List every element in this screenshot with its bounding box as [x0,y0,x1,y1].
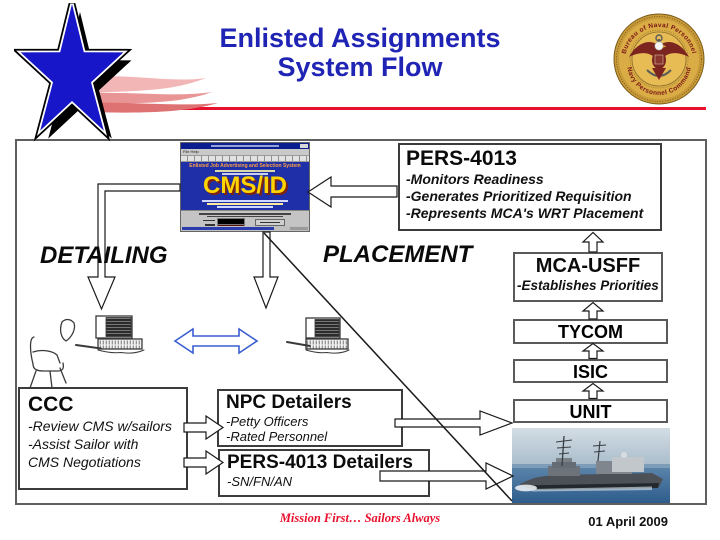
mca-usff-title: MCA-USFF [535,255,641,277]
cmsid-logon-button [255,219,285,226]
navy-star-logo-icon [14,3,218,142]
ship-icon [515,435,663,492]
tycom-box: TYCOM [513,319,668,344]
pers4013-title: PERS-4013 [406,147,517,170]
placement-label: PLACEMENT [323,241,473,268]
cmsid-text-line [217,206,273,208]
cmsid-text-line [202,200,288,202]
cmsid-panel-text [207,215,283,217]
title-line-2: System Flow [277,52,443,82]
diagram-frame [15,139,707,505]
isic-box: ISIC [513,359,668,383]
ccc-title: CCC [28,393,74,416]
mca-usff-box: MCA-USFF -Establishes Priorities [513,252,663,302]
cmsid-text-line [207,203,283,205]
cmsid-menubar: File Help [181,149,309,155]
ccc-box: CCC -Review CMS w/sailors -Assist Sailor… [18,387,188,490]
cmsid-content-area: Enlisted Job Advertising and Selection S… [181,162,309,210]
npc-detailers-bullet: -Petty Officers [226,414,309,429]
unit-title: UNIT [569,402,612,422]
navy-personnel-command-seal-icon: Bureau of Naval Personnel Navy Personnel… [613,13,705,105]
isic-title: ISIC [572,362,608,382]
title-line-1: Enlisted Assignments [219,23,501,53]
npc-detailers-title: NPC Detailers [226,392,352,413]
cmsid-status-segment [290,227,308,230]
pers4013-detailers-title: PERS-4013 Detailers [227,452,413,473]
cmsid-field-label [205,224,215,226]
unit-box: UNIT [513,399,668,423]
cmsid-window-buttons [300,144,308,148]
pers4013-bullet: -Monitors Readiness [406,171,544,187]
cmsid-panel-text [199,213,291,215]
cmsid-heading: Enlisted Job Advertising and Selection S… [189,163,301,169]
pers4013-detailers-bullet: -SN/FN/AN [227,474,292,489]
seal-eagle-anchor-icon [629,34,689,80]
tycom-title: TYCOM [558,322,623,342]
cmsid-text-line [215,170,275,172]
ccc-bullet: -Assist Sailor with [28,436,139,452]
pers4013-bullet: -Represents MCA's WRT Placement [406,205,644,221]
cmsid-logon-button-label [260,221,280,224]
ccc-bullet: -Review CMS w/sailors [28,418,172,434]
npc-detailers-box: NPC Detailers -Petty Officers -Rated Per… [217,389,403,447]
detailing-label: DETAILING [40,242,168,269]
header-divider [74,107,706,110]
npc-detailers-bullet: -Rated Personnel [226,429,328,444]
footer-date: 01 April 2009 [588,514,668,529]
page-title: Enlisted Assignments System Flow [180,24,540,82]
cmsid-toolbar [181,155,309,162]
pers4013-box: PERS-4013 -Monitors Readiness -Generates… [398,143,662,231]
cmsid-titlebar-text [211,145,279,147]
footer-motto: Mission First… Sailors Always [279,511,441,525]
cmsid-application-window: File Help Enlisted Job Advertising and S… [180,142,310,232]
mca-usff-bullet: -Establishes Priorities [517,278,659,293]
cmsid-status-segment [182,227,274,230]
ccc-bullet: CMS Negotiations [28,454,141,470]
cmsid-login-panel [181,210,309,230]
pers4013-bullet: -Generates Prioritized Requisition [406,188,632,204]
cmsid-logo-text: CMS/ID [203,172,287,199]
cmsid-field-label [203,219,215,221]
cmsid-titlebar [181,143,309,149]
pers4013-detailers-box: PERS-4013 Detailers -SN/FN/AN [218,449,430,497]
navy-ship-photo [512,428,670,503]
cmsid-text-line [222,173,268,175]
cmsid-statusbar [181,226,309,231]
